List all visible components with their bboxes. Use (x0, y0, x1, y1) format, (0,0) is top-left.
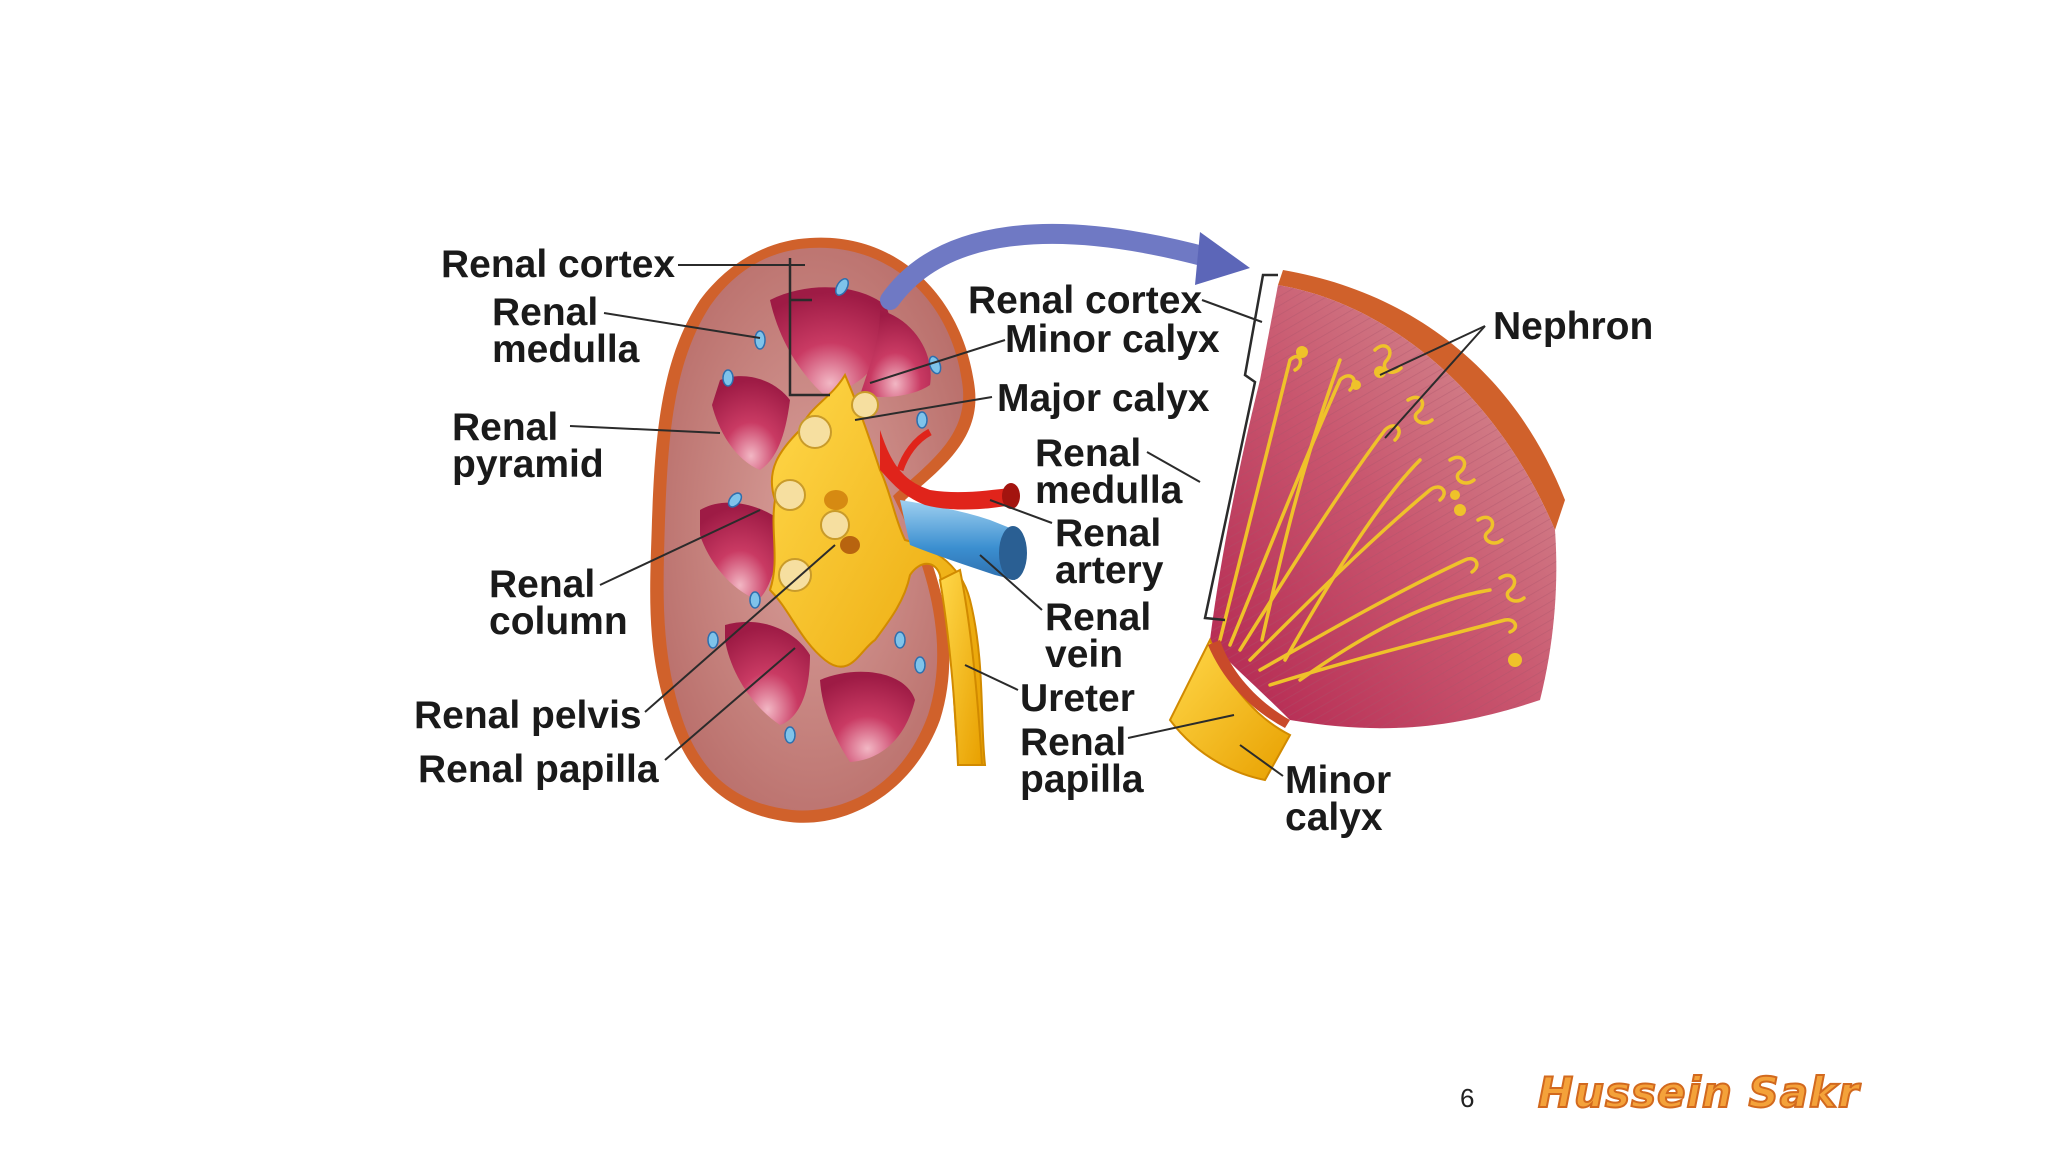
label-line: medulla (492, 328, 640, 371)
label-renal-medulla-detail: Renal medulla (1035, 432, 1183, 512)
renal-pyramid (700, 502, 780, 600)
label-line: papilla (1020, 758, 1144, 801)
renal-pelvis (768, 372, 987, 766)
minor-calyx-cup (820, 510, 850, 540)
renal-artery-branch (896, 428, 932, 472)
label-line: Renal (1055, 512, 1161, 555)
renal-vein-opening (999, 526, 1027, 580)
renal-pyramid (725, 621, 810, 725)
detail-bracket (1203, 273, 1278, 622)
renal-pyramids (700, 287, 931, 762)
glomeruli (1296, 346, 1522, 667)
label-line: calyx (1285, 796, 1383, 839)
label-line: Renal (489, 563, 595, 606)
renal-pyramid (820, 671, 915, 762)
minor-calyx-cup (851, 391, 879, 419)
label-line: Renal (1020, 721, 1126, 764)
label-line: Renal (452, 406, 558, 449)
label-line: vein (1045, 633, 1123, 676)
renal-artery (880, 430, 1012, 510)
renal-pelvis-spot (824, 490, 848, 510)
page-number: 6 (1460, 1083, 1475, 1113)
label-line: Renal (492, 291, 598, 334)
label-line: Renal (1045, 596, 1151, 639)
label-minor-calyx-detail: Minor calyx (1285, 759, 1402, 839)
label-renal-cortex-detail: Renal cortex (968, 279, 1202, 322)
kidney-labels: Renal cortex Renal medulla Renal pyramid… (414, 243, 675, 791)
label-line: pyramid (452, 443, 604, 486)
curved-arrow-icon (880, 224, 1250, 310)
author-signature: Hussein Sakr (1537, 1067, 1860, 1118)
label-line: Minor (1285, 759, 1391, 802)
minor-calyx-cup (774, 479, 806, 511)
label-renal-vein: Renal vein (1045, 596, 1162, 676)
label-renal-cortex: Renal cortex (441, 243, 675, 286)
label-line: column (489, 600, 628, 643)
detail-labels: Nephron Minor calyx (1285, 305, 1653, 839)
detail-capsule (1278, 270, 1565, 530)
label-line: artery (1055, 549, 1164, 592)
ureter (938, 568, 984, 766)
label-major-calyx: Major calyx (997, 377, 1210, 420)
label-renal-papilla: Renal papilla (418, 748, 659, 791)
cortex-bracket (788, 258, 830, 397)
label-renal-column: Renal column (489, 563, 628, 643)
kidney-cross-section (650, 237, 1027, 823)
label-renal-pelvis: Renal pelvis (414, 694, 642, 737)
label-renal-medulla: Renal medulla (492, 291, 640, 371)
vessel-dots (707, 278, 942, 744)
label-nephron: Nephron (1493, 305, 1653, 348)
renal-pelvis-spot (840, 536, 860, 554)
nephrons (1218, 344, 1526, 687)
label-renal-pyramid: Renal pyramid (452, 406, 604, 486)
label-ureter: Ureter (1020, 677, 1135, 720)
renal-pyramid (770, 287, 891, 400)
label-minor-calyx: Minor calyx (1005, 318, 1220, 361)
minor-calyx-cup (798, 415, 832, 449)
label-line: Renal (1035, 432, 1141, 475)
label-renal-papilla-detail: Renal papilla (1020, 721, 1144, 801)
label-renal-artery: Renal artery (1055, 512, 1172, 592)
leader-lines (569, 264, 1486, 777)
renal-artery-opening (1002, 483, 1020, 509)
renal-pyramid (860, 310, 931, 397)
minor-calyx-cup (778, 558, 812, 592)
label-line: medulla (1035, 469, 1183, 512)
detail-renal-papilla (1208, 640, 1290, 728)
calyx-cups (774, 391, 879, 592)
renal-pyramid (712, 376, 790, 470)
center-labels: Renal cortex Minor calyx Major calyx Ren… (968, 279, 1220, 801)
renal-lobe-detail (1168, 270, 1565, 782)
